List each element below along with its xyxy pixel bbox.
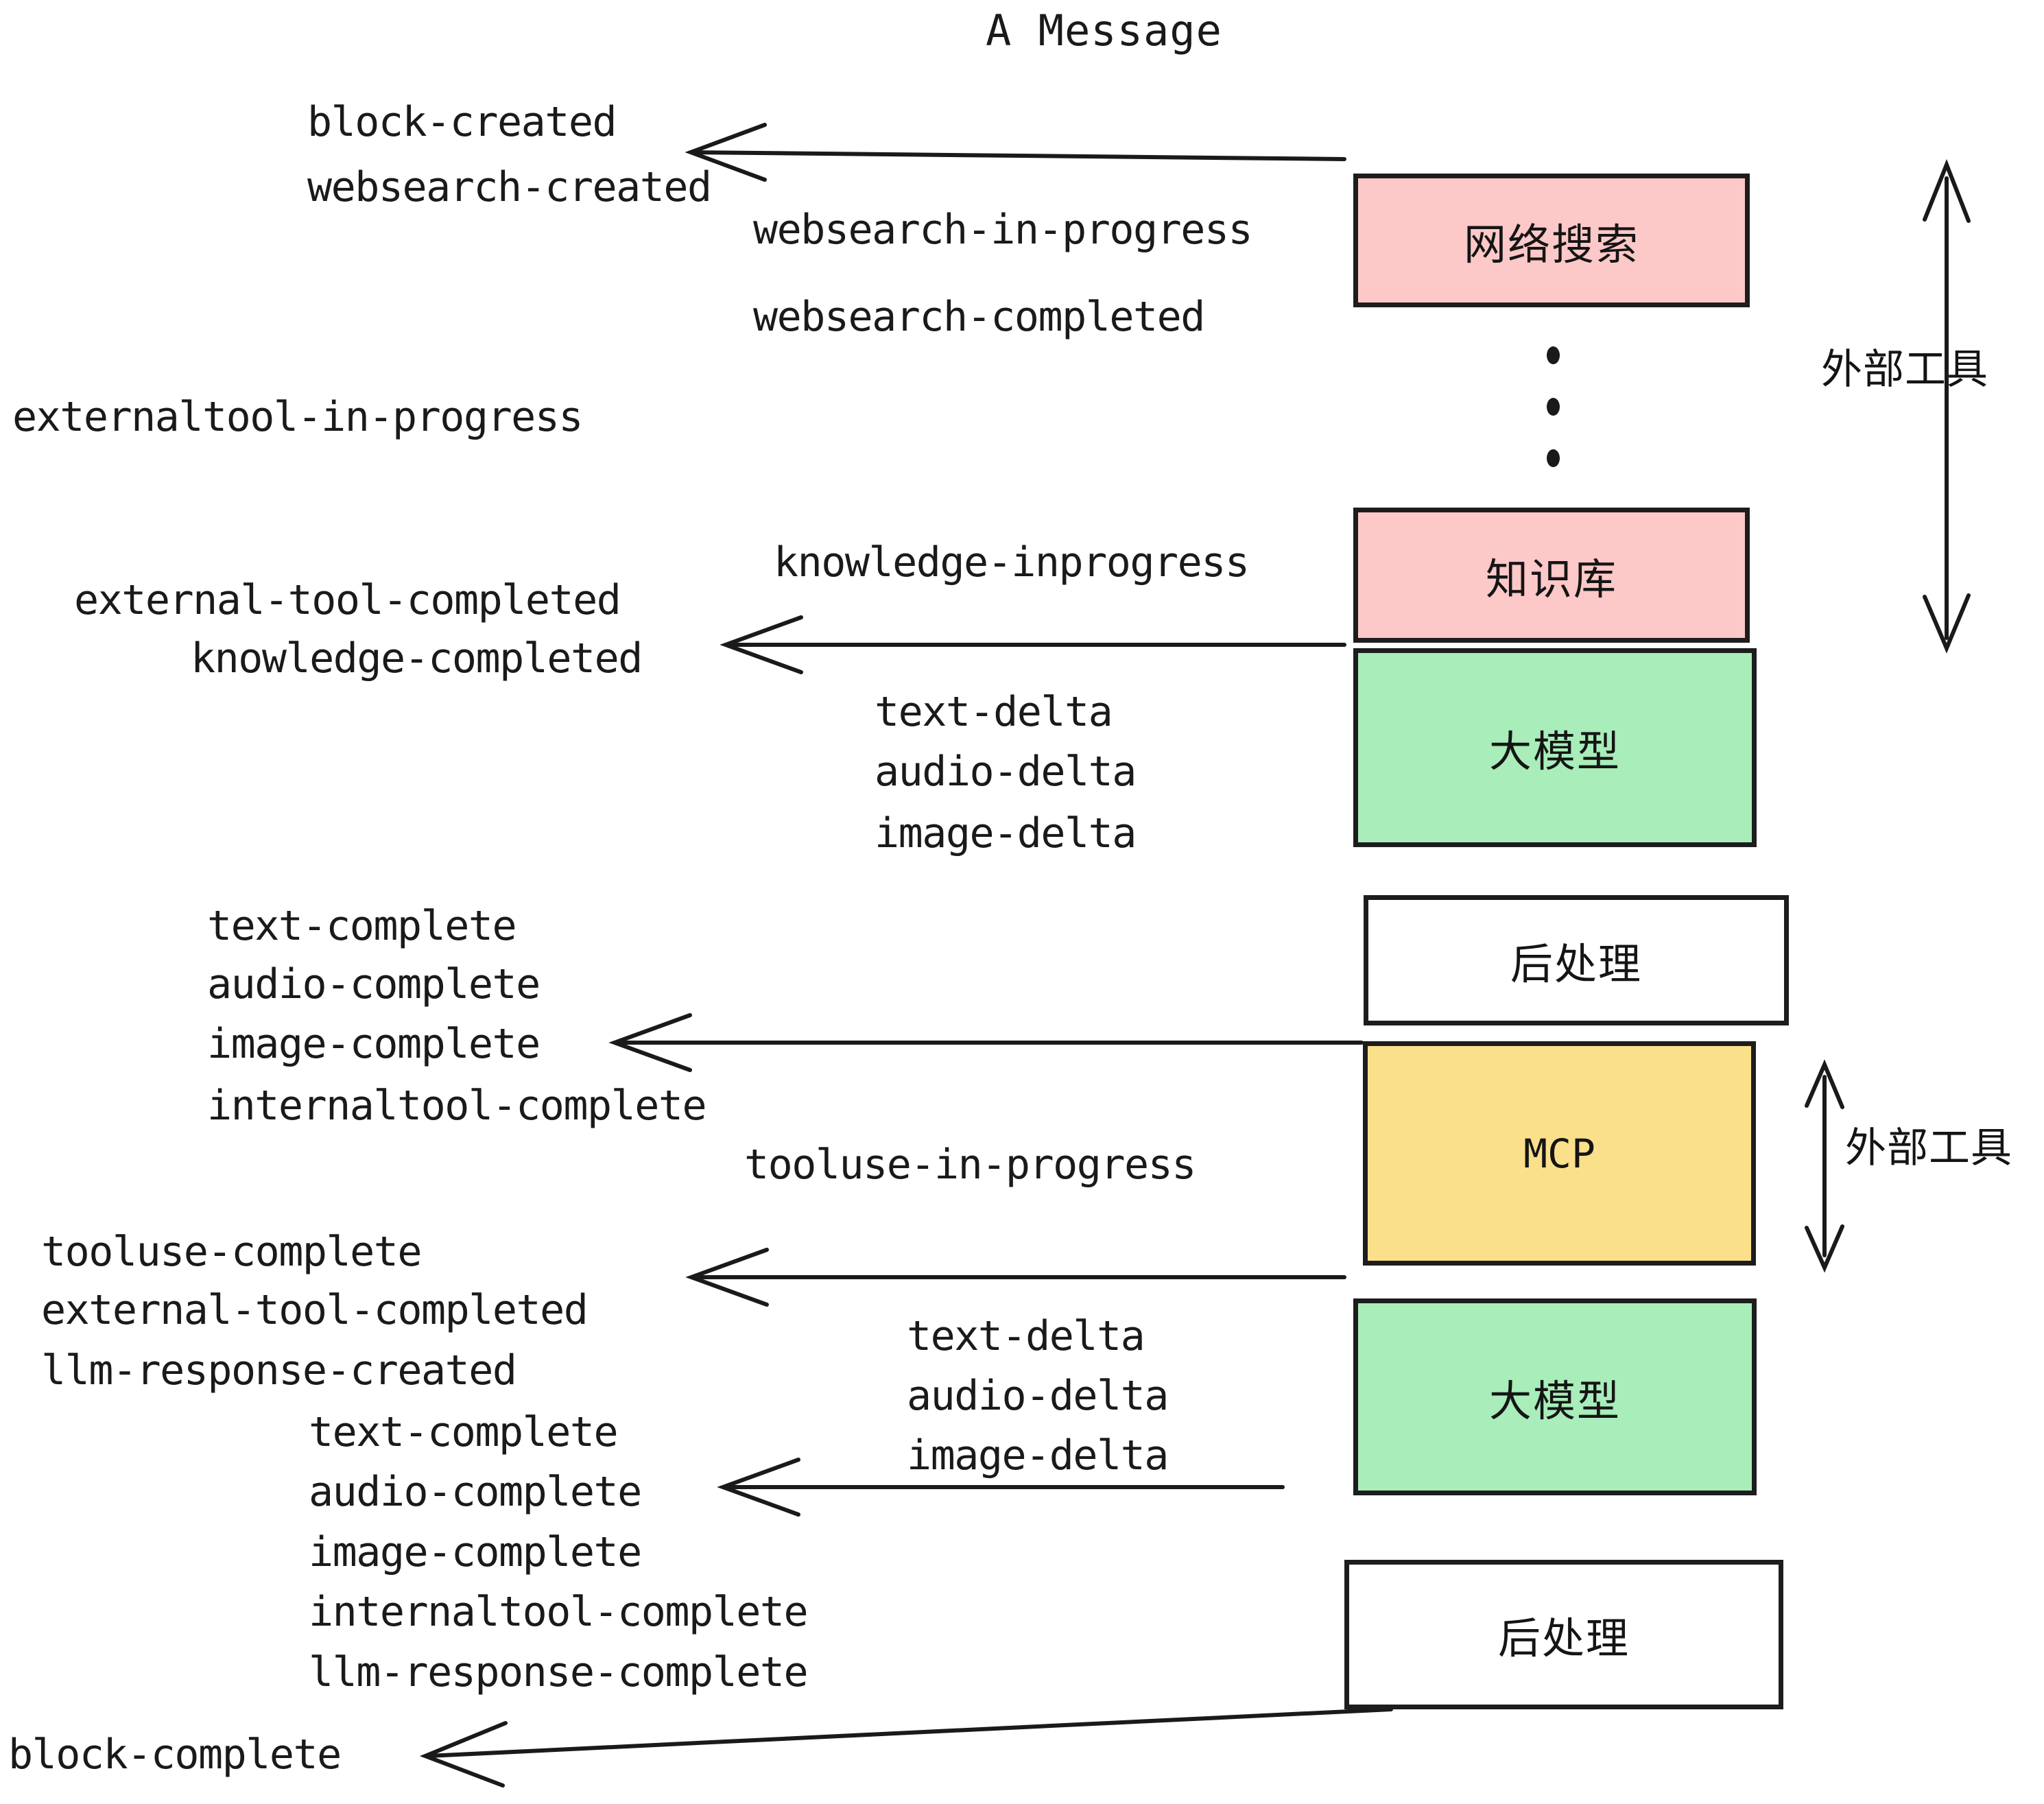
arrowhead-ext-bot-up [1805,1059,1844,1109]
ellipsis-dot-1 [1547,346,1560,364]
box-llm-top-label: 大模型 [1488,726,1621,776]
box-knowledge[interactable]: 知识库 [1353,508,1750,643]
event-websearch-completed: websearch-completed [753,293,1205,341]
event-audio-complete-2: audio-complete [309,1468,642,1516]
event-websearch-in-progress: websearch-in-progress [753,206,1253,254]
event-knowledge-inprogress: knowledge-inprogress [774,538,1250,586]
arrowhead-6 [419,1721,508,1788]
event-internaltool-complete-2: internaltool-complete [309,1588,809,1636]
arrowhead-ext-bot-down [1805,1224,1844,1273]
event-tooluse-complete: tooluse-complete [41,1228,422,1276]
event-tooluse-in-progress: tooluse-in-progress [744,1141,1196,1189]
event-block-complete: block-complete [8,1731,342,1779]
event-audio-delta-1: audio-delta [875,748,1137,796]
event-audio-complete-1: audio-complete [207,960,540,1008]
box-mcp-label: MCP [1523,1130,1595,1177]
box-websearch[interactable]: 网络搜索 [1353,174,1750,307]
event-text-delta-2: text-delta [907,1312,1145,1360]
side-label-external-tools-top: 外部工具 [1821,336,1988,396]
arrow-websearch-to-blockcreated [691,150,1346,161]
arrowhead-4 [685,1248,769,1307]
box-llm-bottom[interactable]: 大模型 [1353,1298,1757,1495]
page-title: A Message [986,5,1222,56]
side-label-external-tools-bottom-text: 外部工具 [1845,1124,2012,1172]
arrowhead-ext-top-down [1923,593,1971,654]
event-internaltool-complete-1: internaltool-complete [207,1082,707,1130]
event-llm-response-created: llm-response-created [41,1346,517,1394]
box-mcp[interactable]: MCP [1363,1041,1756,1266]
box-websearch-label: 网络搜索 [1463,219,1639,270]
event-text-complete-2: text-complete [309,1408,619,1456]
event-websearch-created: websearch-created [307,163,712,211]
ellipsis-dot-3 [1547,449,1560,467]
arrow-postprocess-to-blockcomplete [427,1707,1393,1758]
box-postprocess-bottom-label: 后处理 [1497,1613,1630,1663]
event-external-tool-completed-2: external-tool-completed [41,1286,589,1334]
event-image-complete-1: image-complete [207,1020,540,1068]
event-external-tool-completed-1: external-tool-completed [74,576,621,624]
box-postprocess-bottom[interactable]: 后处理 [1344,1560,1783,1709]
event-block-created: block-created [307,98,617,146]
event-text-complete-1: text-complete [207,902,517,950]
event-knowledge-completed: knowledge-completed [191,634,643,683]
box-llm-bottom-label: 大模型 [1488,1375,1621,1426]
box-llm-top[interactable]: 大模型 [1353,648,1757,847]
arrowhead-2 [720,615,803,674]
box-knowledge-label: 知识库 [1485,554,1617,604]
event-llm-response-complete: llm-response-complete [309,1648,809,1696]
event-text-delta-1: text-delta [875,688,1113,736]
event-image-complete-2: image-complete [309,1528,642,1576]
arrowhead-ext-top-up [1923,158,1971,223]
box-postprocess-top[interactable]: 后处理 [1364,895,1789,1025]
event-image-delta-2: image-delta [907,1432,1169,1480]
event-externaltool-in-progress: externaltool-in-progress [12,393,583,441]
event-audio-delta-2: audio-delta [907,1372,1169,1420]
arrowhead-5 [717,1458,800,1517]
event-image-delta-1: image-delta [875,809,1137,857]
arrowhead-3 [608,1013,692,1072]
side-label-external-tools-bottom: 外部工具 [1845,1115,2012,1174]
ellipsis-dot-2 [1547,398,1560,416]
box-postprocess-top-label: 后处理 [1510,939,1642,989]
side-label-external-tools-top-text: 外部工具 [1821,346,1988,394]
